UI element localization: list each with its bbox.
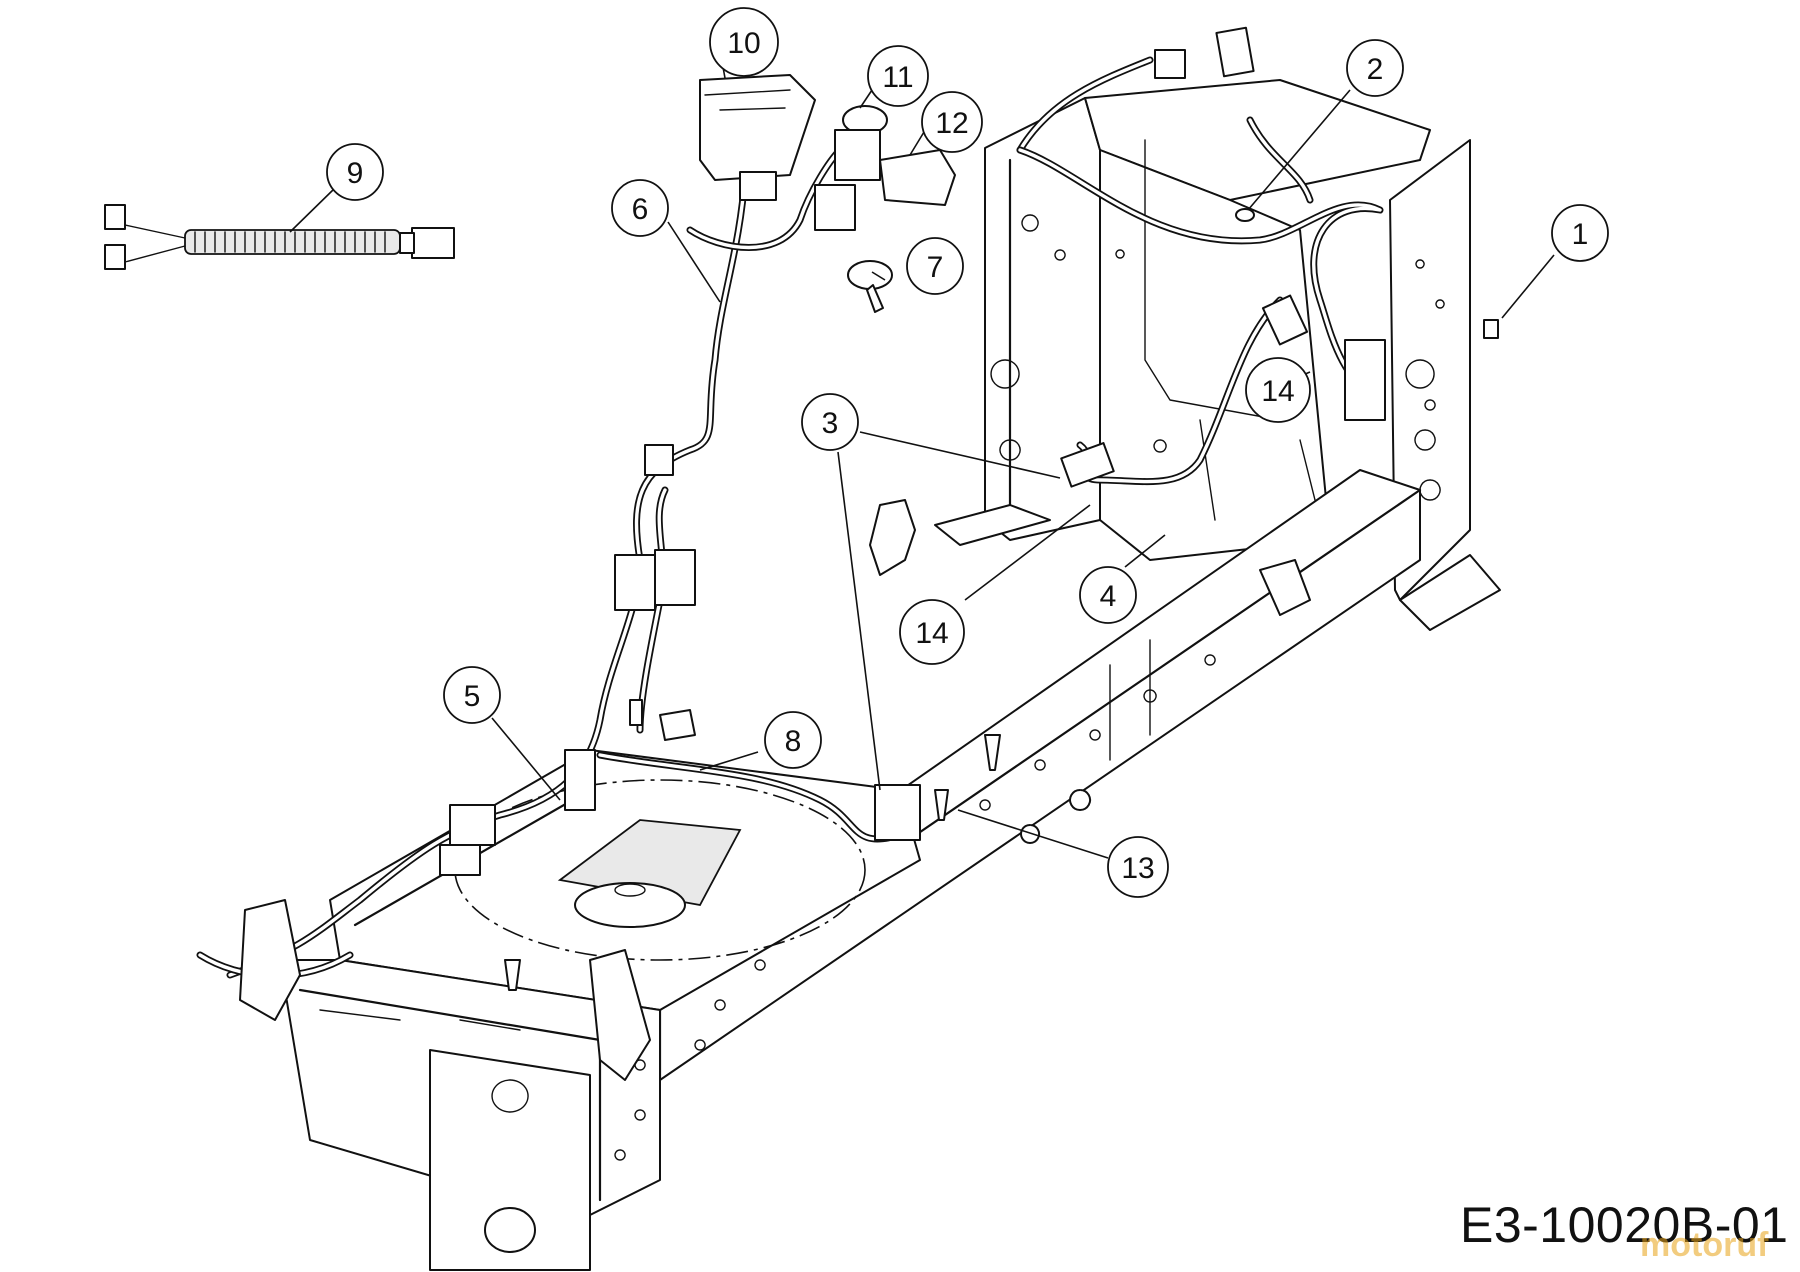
drawing-number: E3-10020B-01 [1460,1197,1789,1253]
callout-6: 6 [611,179,669,237]
callout-2: 2 [1346,39,1404,97]
svg-text:8: 8 [785,725,802,758]
svg-text:6: 6 [632,193,649,226]
connectors [104,26,1499,1081]
svg-text:9: 9 [347,157,364,190]
callout-1: 1 [1551,204,1609,262]
svg-text:13: 13 [1121,852,1154,885]
rear-frame [934,79,1501,631]
callout-9: 9 [326,143,384,201]
callout-4: 4 [1079,566,1137,624]
callout-13: 13 [1107,836,1169,898]
callout-14a: 14 [1245,357,1311,423]
watermark-logo: motoruf [1640,1226,1769,1264]
callout-5: 5 [443,666,501,724]
svg-text:14: 14 [1261,375,1294,408]
svg-text:2: 2 [1367,53,1384,86]
svg-text:11: 11 [882,61,913,94]
svg-text:4: 4 [1100,580,1117,613]
callout-11: 11 [867,45,929,107]
svg-text:7: 7 [927,251,944,284]
svg-text:12: 12 [935,107,968,140]
svg-text:14: 14 [915,617,948,650]
svg-text:5: 5 [464,680,481,713]
svg-text:1: 1 [1572,218,1589,251]
svg-text:10: 10 [727,27,760,60]
callout-10: 10 [709,7,779,77]
callout-14b: 14 [899,599,965,665]
callout-12: 12 [921,91,983,153]
callout-7: 7 [906,237,964,295]
callout-3: 3 [801,393,859,451]
callout-8: 8 [764,711,822,769]
svg-text:3: 3 [822,407,839,440]
